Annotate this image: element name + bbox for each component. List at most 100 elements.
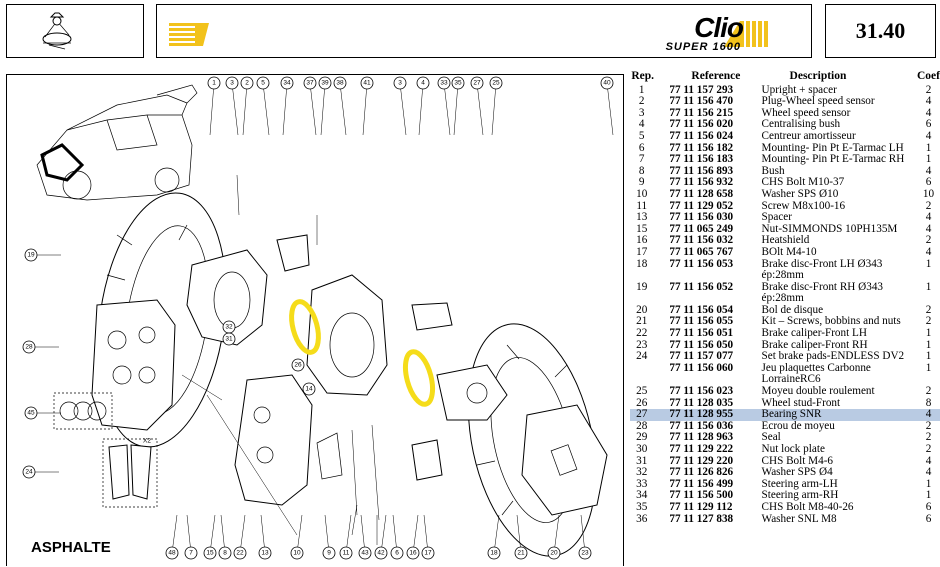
page-number: 31.40	[825, 4, 936, 58]
cell-rep: 29	[636, 431, 648, 444]
callout-number: 8	[223, 550, 227, 557]
callout: 4	[416, 76, 430, 136]
cell-desc: Wheel stud-Front	[761, 396, 841, 409]
cell-rep: 33	[636, 477, 648, 490]
cell-rep: 19	[636, 280, 648, 293]
cell-coef: 6	[925, 500, 932, 513]
cell-coef: 4	[925, 454, 932, 467]
cell-desc: Nut lock plate	[761, 443, 825, 455]
cell-rep: 20	[636, 303, 648, 316]
callout-number: 41	[363, 80, 371, 87]
callout: 11	[339, 514, 353, 560]
cell-desc: Set brake pads-ENDLESS DV2	[761, 350, 905, 363]
cell-ref: 77 11 156 023	[669, 385, 734, 398]
callout: 32	[222, 320, 236, 334]
cell-coef: 4	[925, 222, 932, 235]
brand-logo: Clio SUPER 1600	[666, 14, 744, 54]
exploded-view-thumbnail	[6, 4, 144, 58]
cell-rep: 15	[636, 222, 648, 235]
callout-number: 2	[245, 80, 249, 87]
cell-desc: Mounting- Pin Pt E-Tarmac LH	[761, 141, 904, 154]
cell-coef: 6	[925, 512, 932, 525]
cell-desc: CHS Bolt M10-37	[761, 176, 845, 189]
header-description: Description	[789, 70, 847, 82]
callout-number: 20	[550, 550, 558, 557]
cell-desc: Bush	[761, 164, 785, 177]
cell-rep: 1	[638, 83, 645, 96]
callout: 8	[218, 514, 232, 560]
callout: 25	[489, 76, 503, 136]
cell-ref: 77 11 129 052	[669, 199, 734, 212]
cell-ref: 77 11 156 500	[669, 489, 734, 502]
callout: 26	[291, 358, 305, 372]
cell-ref: 77 11 156 036	[669, 419, 734, 432]
cell-coef: 2	[925, 385, 932, 398]
cell-ref: 77 11 156 020	[669, 118, 734, 131]
cell-rep: 11	[636, 199, 648, 212]
wheel-hub	[436, 364, 508, 421]
cell-desc: Spacer	[761, 211, 792, 224]
cell-ref: 77 11 156 052	[669, 280, 734, 293]
cell-desc: Steering arm-LH	[761, 477, 838, 490]
cell-coef: 1	[925, 153, 932, 166]
callout-number: 34	[283, 80, 291, 87]
cell-rep: 21	[636, 315, 648, 328]
callout: 3	[225, 76, 239, 136]
cell-rep: 28	[636, 419, 648, 432]
callout: 40	[600, 76, 614, 136]
cell-ref: 77 11 156 893	[669, 164, 734, 177]
cell-ref: 77 11 156 182	[669, 141, 734, 154]
cell-desc: CHS Bolt M4-6	[761, 454, 834, 467]
cell-desc: Moyeu double roulement	[761, 385, 875, 398]
callout: 41	[360, 76, 374, 136]
callout: 31	[222, 332, 236, 346]
cell-ref: 77 11 126 826	[669, 466, 734, 479]
cell-coef: 1	[925, 141, 932, 154]
cell-desc: Steering arm-RH	[761, 489, 839, 502]
cell-rep: 2	[638, 95, 645, 108]
cell-ref: 77 11 065 767	[669, 245, 734, 258]
cell-ref: 77 11 156 050	[669, 338, 734, 351]
callout: 5	[256, 76, 270, 136]
variant-label: ASPHALTE	[31, 539, 111, 556]
